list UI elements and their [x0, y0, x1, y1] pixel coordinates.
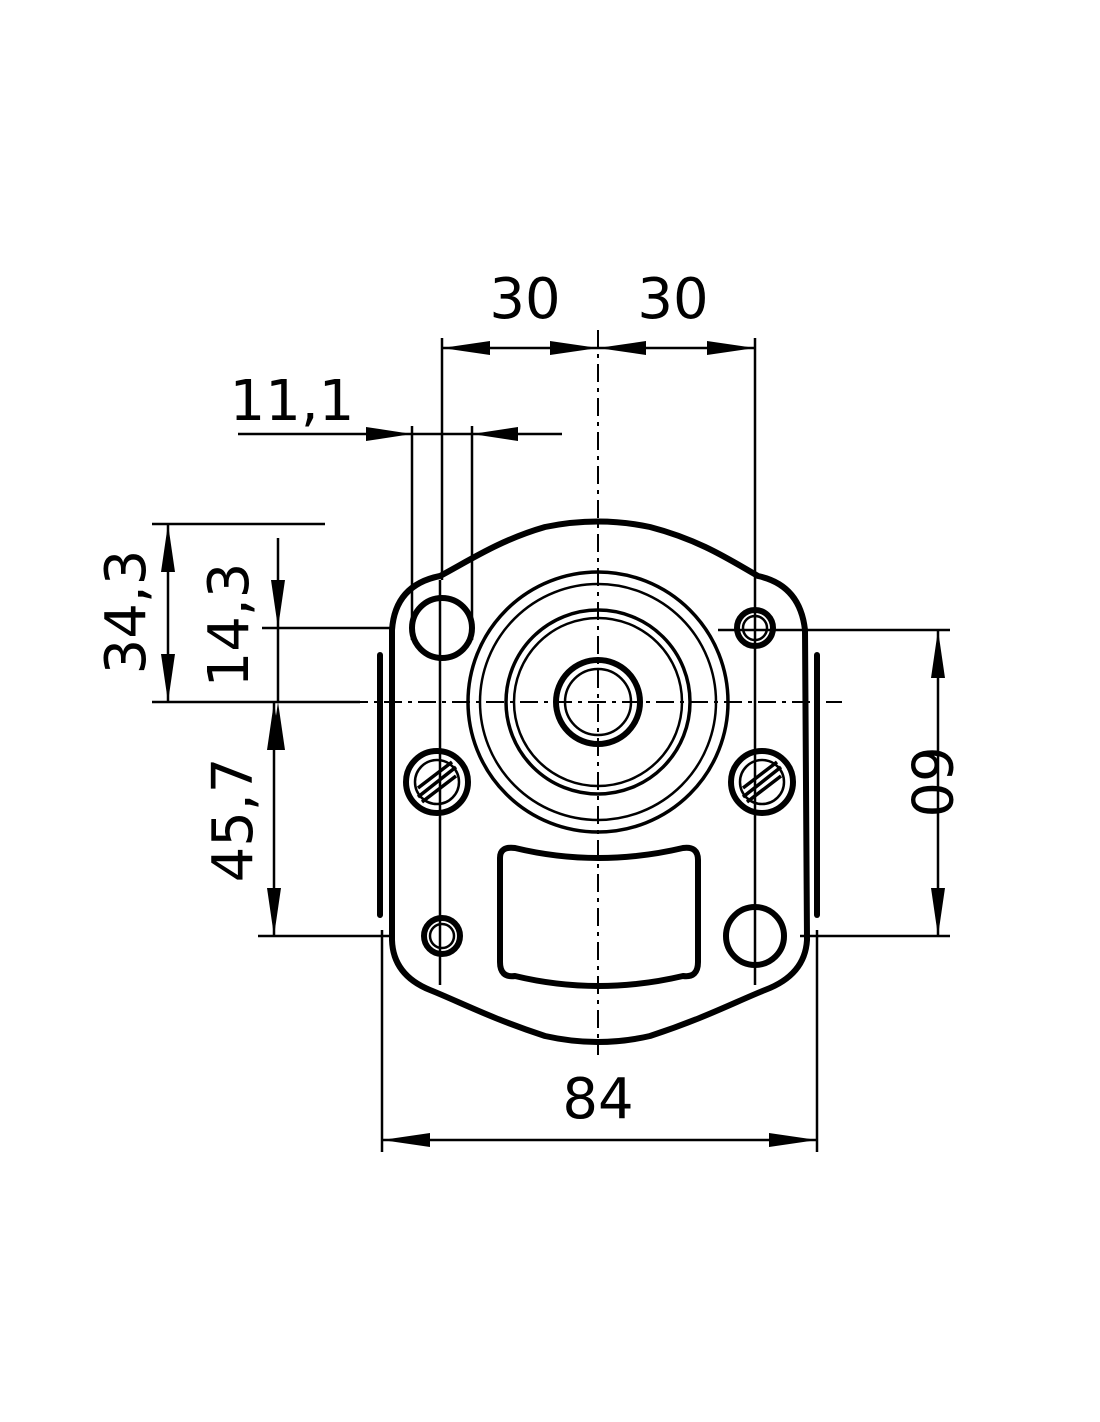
- dim-text-width-84: 84: [562, 1067, 633, 1132]
- dim-text-hole-11-1: 11,1: [230, 369, 355, 434]
- dim-text-height-14-3: 14,3: [197, 563, 262, 688]
- dim-hole-11-1: [238, 426, 562, 640]
- dim-width-84: [380, 930, 819, 1152]
- screw-right: [728, 748, 796, 816]
- dim-spacing-60: [718, 628, 950, 938]
- dim-height-14-3: [262, 538, 395, 750]
- mounting-hole-bottom-right: [723, 904, 787, 968]
- screw-left: [403, 748, 471, 816]
- mounting-hole-bottom-left: [421, 915, 463, 957]
- central-boss: [466, 570, 730, 834]
- dim-height-34-3: [152, 522, 360, 704]
- flange-body-outline: [389, 518, 810, 1045]
- dim-text-top-right-30: 30: [637, 267, 708, 332]
- dim-text-spacing-60: 60: [898, 746, 963, 817]
- mounting-hole-top-right: [734, 607, 776, 649]
- dim-text-height-45-7: 45,7: [201, 758, 266, 883]
- mounting-hole-top-left: [409, 595, 475, 661]
- dim-text-top-left-30: 30: [489, 267, 560, 332]
- dim-height-45-7: [258, 702, 390, 938]
- port-window: [497, 844, 701, 989]
- dim-text-height-34-3: 34,3: [94, 550, 159, 675]
